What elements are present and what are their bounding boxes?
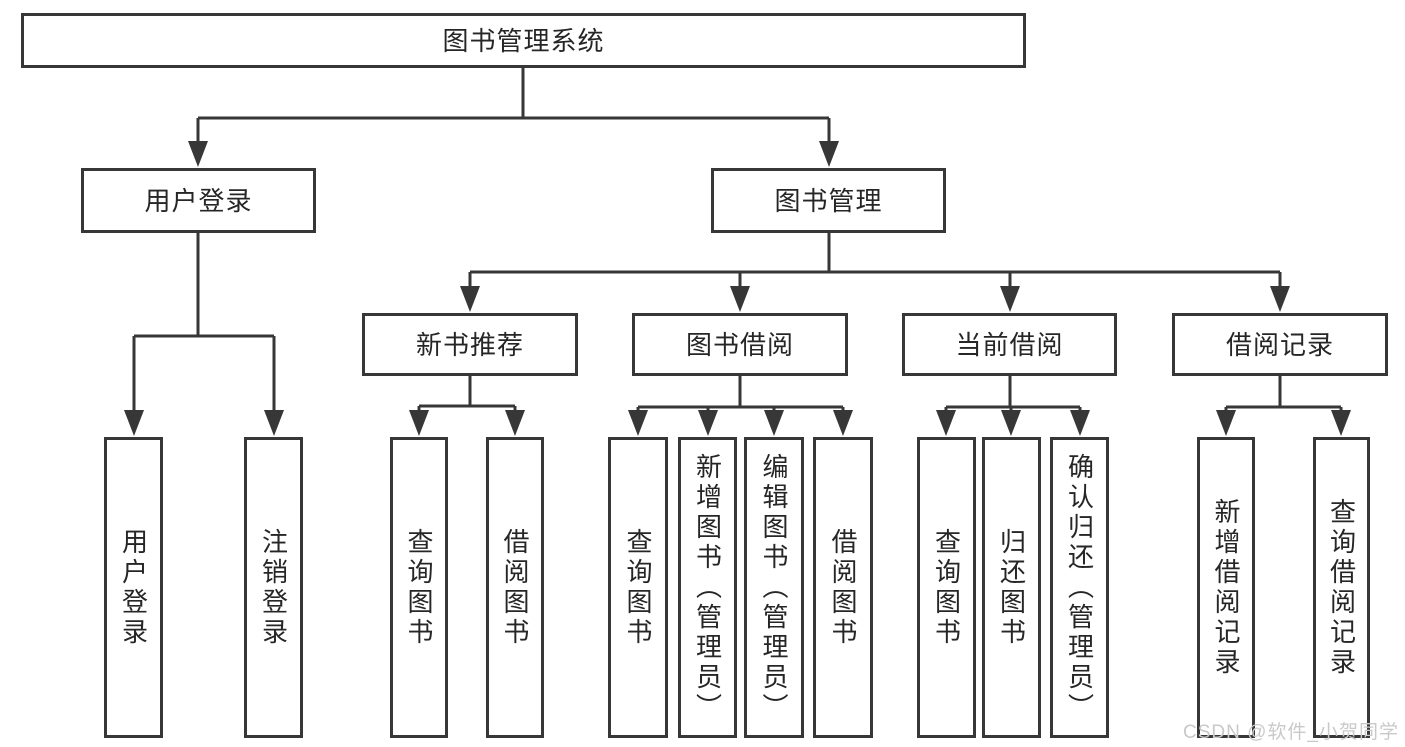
node-root: 图书管理系统 bbox=[21, 13, 1026, 68]
arrow-down-icon bbox=[409, 410, 429, 436]
arrow-down-icon bbox=[264, 410, 284, 436]
arrow-down-icon bbox=[1001, 410, 1021, 436]
arrow-down-icon bbox=[1331, 410, 1351, 436]
arrow-down-icon bbox=[698, 410, 718, 436]
arrow-down-icon bbox=[833, 410, 853, 436]
arrow-down-icon bbox=[628, 410, 648, 436]
node-book-borrow: 图书借阅 bbox=[632, 313, 848, 376]
leaf-edit-book-admin: 编辑图书（管理员） bbox=[744, 437, 804, 738]
leaf-borrow-books-recommend: 借阅图书 bbox=[486, 437, 544, 738]
leaf-user-login: 用户登录 bbox=[104, 437, 163, 738]
arrow-down-icon bbox=[188, 141, 208, 167]
node-current-borrow: 当前借阅 bbox=[902, 313, 1117, 376]
leaf-borrow-books: 借阅图书 bbox=[813, 437, 873, 738]
connector-new-book-recommend bbox=[417, 376, 517, 418]
arrow-down-icon bbox=[819, 141, 839, 167]
node-borrow-records: 借阅记录 bbox=[1172, 313, 1388, 376]
arrow-down-icon bbox=[1270, 286, 1290, 312]
arrow-down-icon bbox=[764, 410, 784, 436]
arrow-down-icon bbox=[1000, 286, 1020, 312]
connector-book-borrow bbox=[636, 376, 845, 418]
leaf-query-borrow-record: 查询借阅记录 bbox=[1313, 437, 1370, 738]
connector-book-management bbox=[468, 233, 1282, 293]
arrow-down-icon bbox=[460, 286, 480, 312]
leaf-query-books-current: 查询图书 bbox=[917, 437, 976, 738]
connector-borrow-records bbox=[1224, 376, 1343, 418]
arrow-down-icon bbox=[1216, 410, 1236, 436]
arrow-down-icon bbox=[1070, 410, 1090, 436]
arrow-down-icon bbox=[505, 410, 525, 436]
leaf-query-books-recommend: 查询图书 bbox=[390, 437, 448, 738]
arrow-down-icon bbox=[936, 410, 956, 436]
leaf-return-books: 归还图书 bbox=[982, 437, 1041, 738]
connector-user-login bbox=[132, 233, 276, 418]
leaf-add-borrow-record: 新增借阅记录 bbox=[1197, 437, 1255, 738]
connector-root bbox=[196, 68, 831, 148]
leaf-add-book-admin: 新增图书（管理员） bbox=[678, 437, 737, 738]
csdn-watermark: CSDN @软件_小贺同学 bbox=[1183, 722, 1399, 743]
leaf-logout: 注销登录 bbox=[244, 437, 303, 738]
arrow-down-icon bbox=[124, 410, 144, 436]
arrow-down-icon bbox=[730, 286, 750, 312]
node-book-management: 图书管理 bbox=[711, 168, 946, 233]
node-new-book-recommend: 新书推荐 bbox=[362, 313, 578, 376]
arrowheads bbox=[124, 141, 1351, 436]
leaf-query-books-borrow: 查询图书 bbox=[608, 437, 668, 738]
node-user-login: 用户登录 bbox=[81, 168, 316, 233]
leaf-confirm-return-admin: 确认归还（管理员） bbox=[1050, 437, 1109, 738]
